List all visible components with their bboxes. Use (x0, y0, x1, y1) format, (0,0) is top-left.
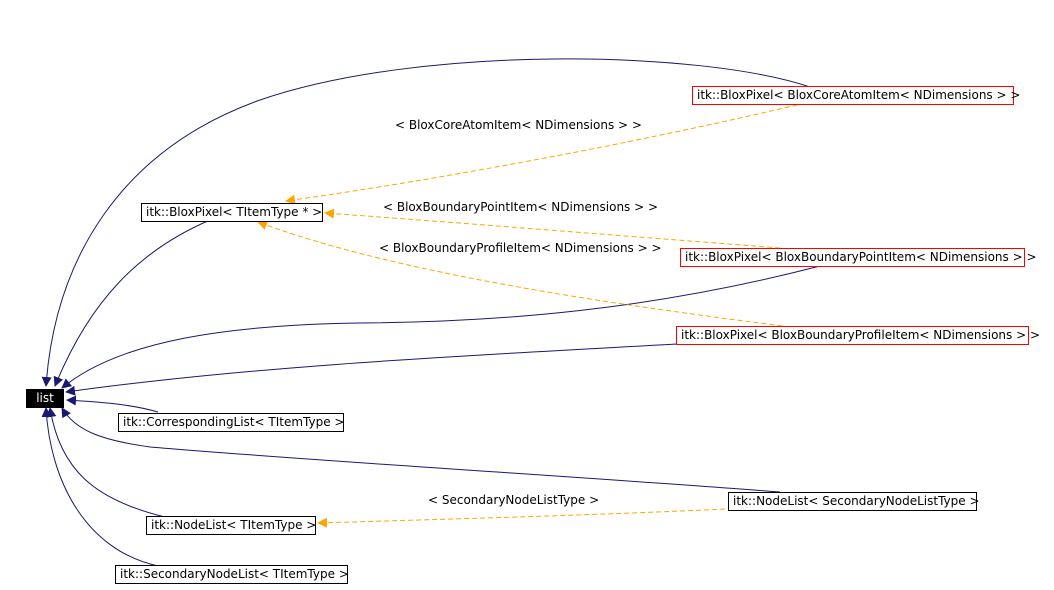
node-node-list-template[interactable]: itk::NodeList< TItemType > (146, 516, 316, 535)
node-corresponding-list[interactable]: itk::CorrespondingList< TItemType > (118, 413, 344, 432)
node-blox-pixel-core-atom[interactable]: itk::BloxPixel< BloxCoreAtomItem< NDimen… (692, 86, 1020, 105)
node-blox-pixel-template[interactable]: itk::BloxPixel< TItemType * > (141, 203, 323, 222)
edge-corresponding-list-to-list (66, 395, 159, 413)
node-blox-pixel-boundary-profile[interactable]: itk::BloxPixel< BloxBoundaryProfileItem<… (676, 326, 1040, 345)
edge-boundary-profile-to-list (65, 343, 678, 396)
edge-secondary-node-template (317, 508, 726, 528)
edge-core-atom-to-list (41, 58, 811, 387)
edge-boundary-profile-template (257, 220, 791, 328)
edge-node-list-secondary-to-list (61, 407, 781, 493)
edge-label-boundary-profile: < BloxBoundaryProfileItem< NDimensions >… (379, 241, 662, 255)
edge-label-secondary-node: < SecondaryNodeListType > (428, 493, 600, 507)
edge-label-boundary-point: < BloxBoundaryPointItem< NDimensions > > (383, 200, 659, 214)
edge-core-atom-template (285, 102, 806, 205)
edge-label-core-atom: < BloxCoreAtomItem< NDimensions > > (395, 118, 642, 132)
edge-blox-template-to-list (53, 219, 211, 387)
node-secondary-node-list[interactable]: itk::SecondaryNodeList< TItemType > (115, 565, 349, 584)
edge-boundary-point-to-list (61, 265, 821, 389)
node-list[interactable]: list (26, 389, 64, 408)
node-blox-pixel-boundary-point[interactable]: itk::BloxPixel< BloxBoundaryPointItem< N… (680, 248, 1037, 267)
edge-boundary-point-template (324, 208, 781, 249)
node-node-list-secondary[interactable]: itk::NodeList< SecondaryNodeListType > (728, 492, 980, 511)
edge-secondary-node-list-to-list (41, 407, 159, 567)
edge-node-list-template-to-list (46, 407, 166, 518)
